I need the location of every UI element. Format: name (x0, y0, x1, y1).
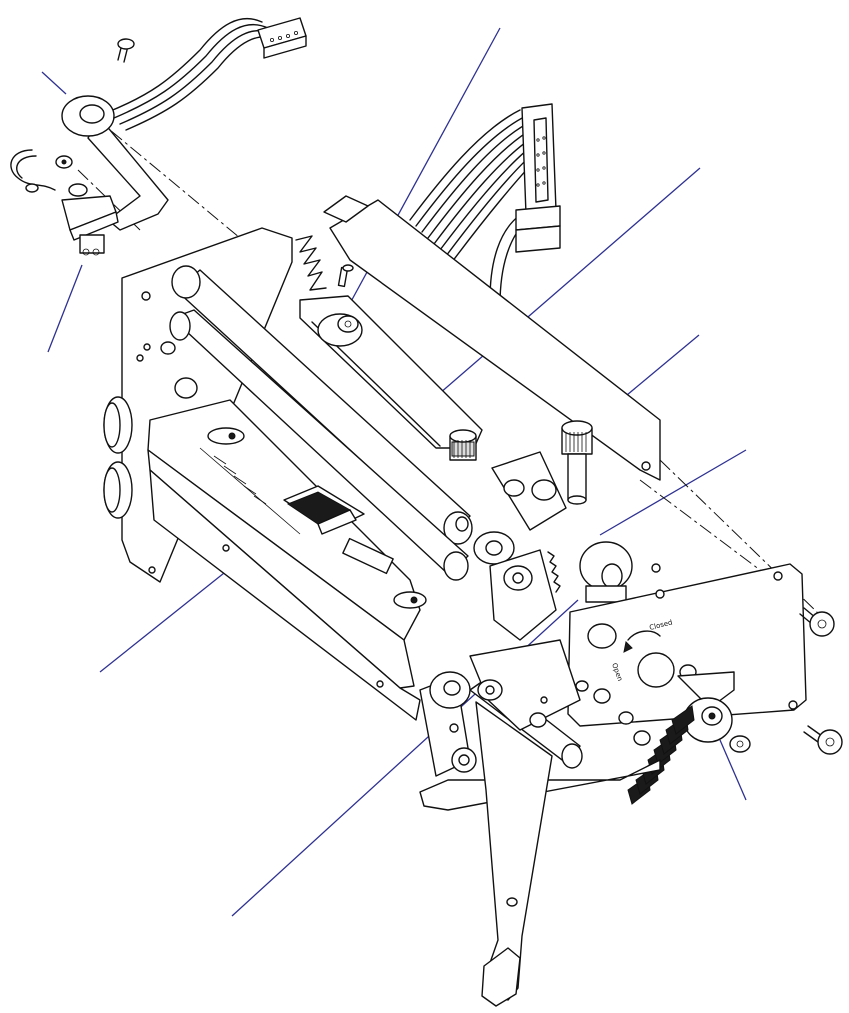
cable-connector (258, 18, 306, 58)
screw-hub (730, 736, 750, 752)
callout-line-sensor-bracket (48, 265, 82, 352)
callout-line-toggle-cam (600, 450, 746, 535)
ribbon-connector (516, 104, 560, 252)
spindle-spring (296, 236, 326, 290)
release-lever-arm (476, 702, 552, 1006)
sensor-screw (56, 156, 72, 168)
sensor-cable-harness (11, 19, 280, 190)
mounting-screw-top (118, 39, 134, 62)
callout-line-sensor-ring (42, 72, 66, 94)
pressure-knob-left (450, 430, 476, 460)
pressure-knob-right (562, 421, 592, 504)
screw-right-lower (804, 726, 842, 754)
sensor-bracket (26, 184, 118, 255)
sensor-ring-assembly (26, 39, 168, 255)
